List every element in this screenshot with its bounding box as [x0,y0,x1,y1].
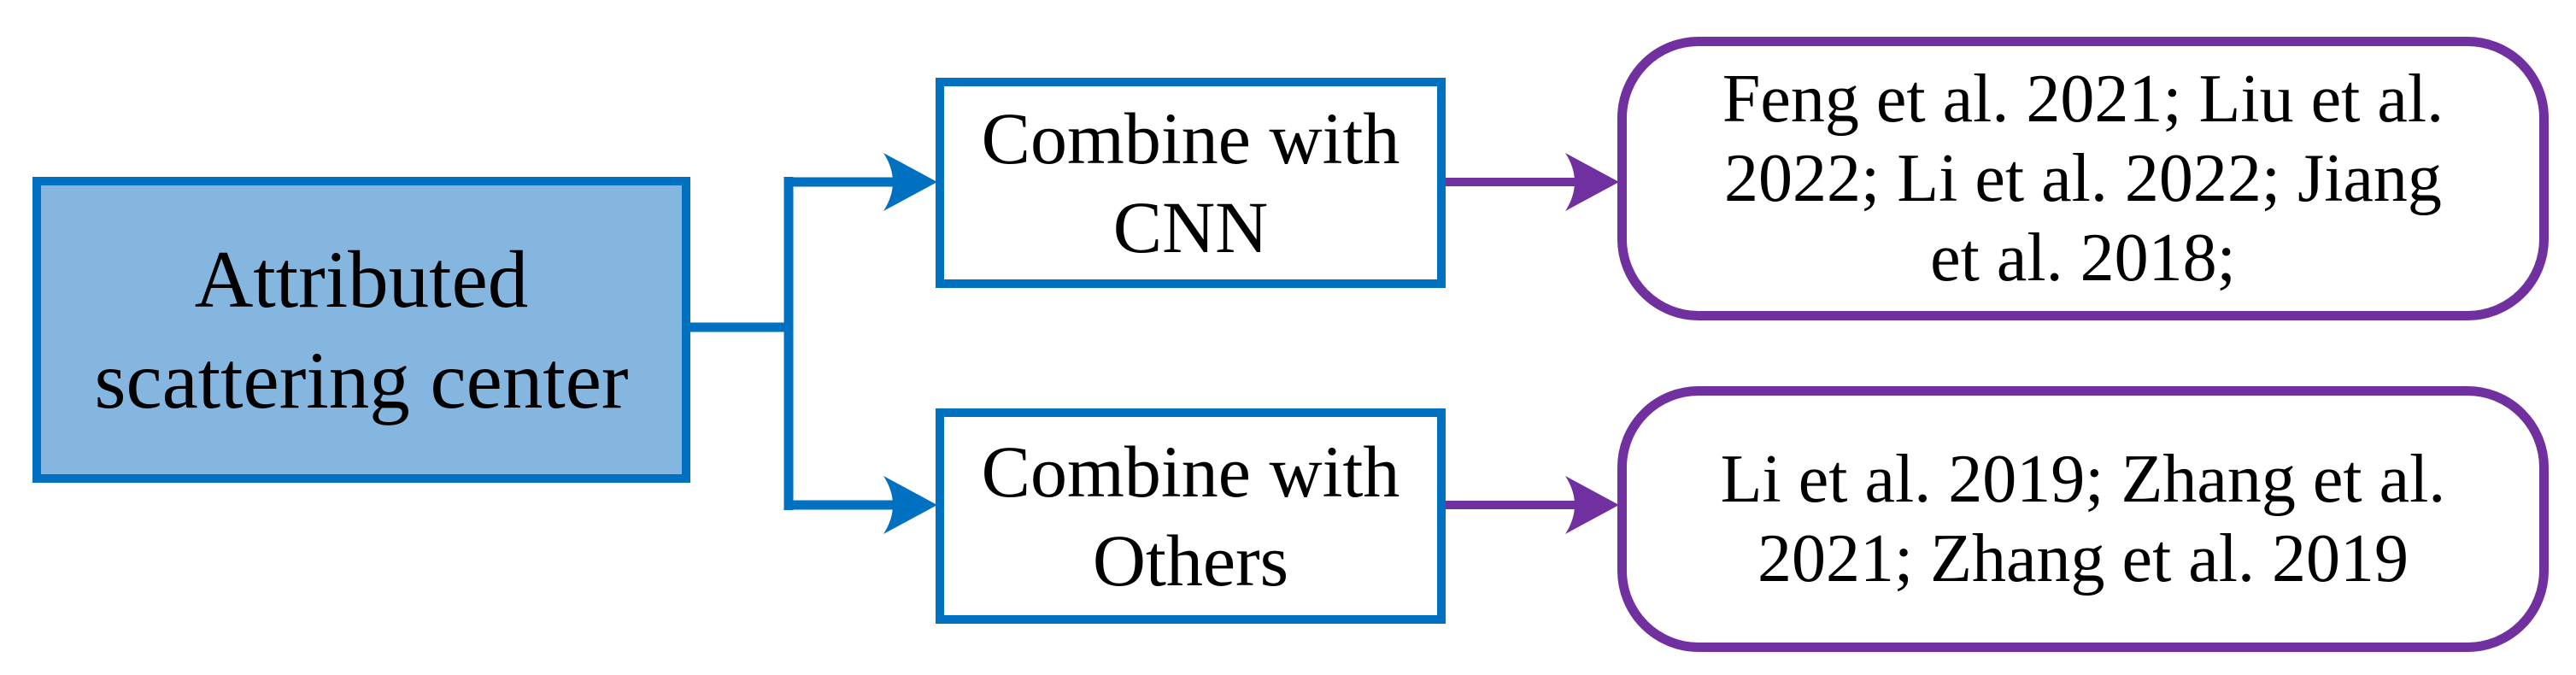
arrowhead-to-others [883,476,937,534]
node-cnn-line-1: Combine with [981,97,1400,179]
node-attributed-scattering-center: Attributed scattering center [32,177,690,483]
node-combine-with-cnn: Combine with CNN [936,78,1446,288]
refs-others-line-2: 2021; Zhang et al. 2019 [1757,520,2409,596]
node-refs-others: Li et al. 2019; Zhang et al. 2021; Zhang… [1617,386,2549,652]
edge-cnn-to-refs [1444,153,1619,211]
refs-cnn-line-1: Feng et al. 2021; Liu et al. [1722,61,2444,137]
node-root-line-1: Attributed [194,234,529,325]
arrowhead-to-cnn [883,153,937,211]
arrowhead-to-refs-cnn [1565,153,1619,211]
refs-cnn-line-2: 2022; Li et al. 2022; Jiang [1724,140,2442,216]
node-combine-with-others: Combine with Others [936,408,1446,624]
node-others-line-2: Others [1092,519,1289,602]
edge-root-branches [686,153,937,534]
node-others-line-1: Combine with [981,431,1400,513]
arrowhead-to-refs-others [1565,476,1619,534]
node-cnn-line-2: CNN [1112,186,1269,268]
refs-others-line-1: Li et al. 2019; Zhang et al. [1720,441,2446,517]
edge-others-to-refs [1444,476,1619,534]
node-refs-cnn: Feng et al. 2021; Liu et al. 2022; Li et… [1617,37,2549,320]
node-root-line-2: scattering center [94,335,629,426]
refs-cnn-line-3: et al. 2018; [1930,220,2236,296]
